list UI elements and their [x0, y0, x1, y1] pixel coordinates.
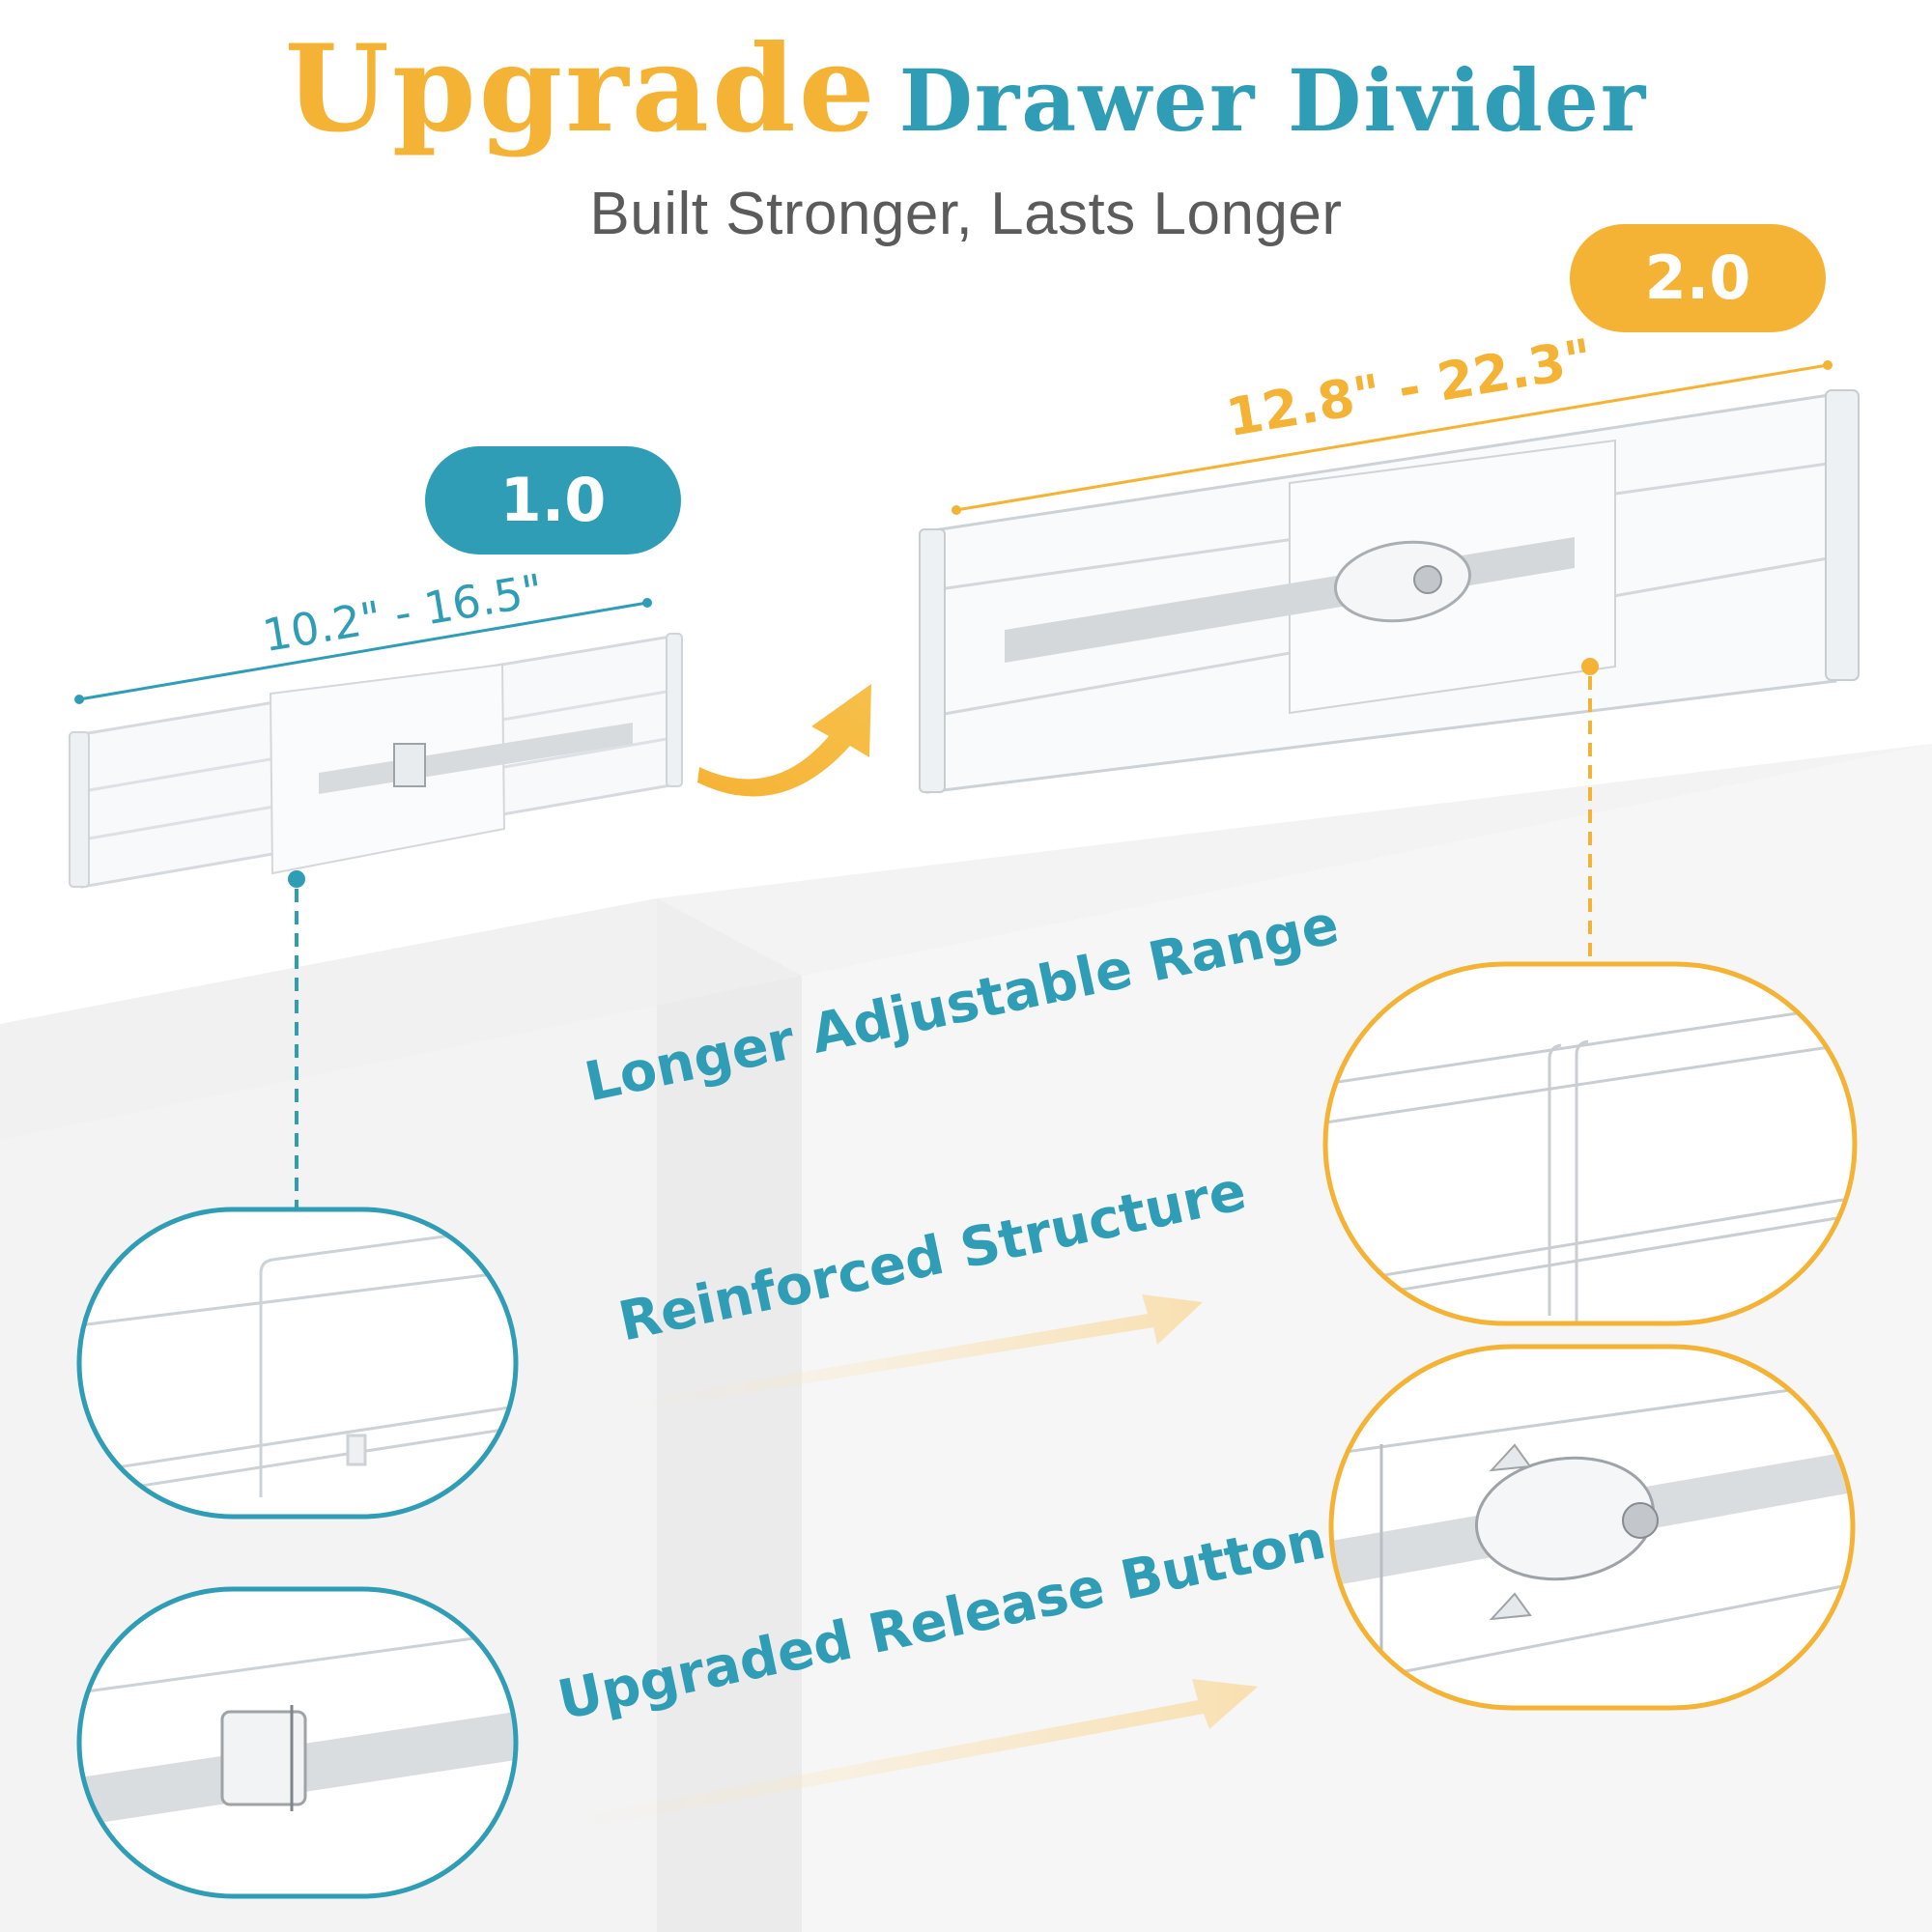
zoom-callout-v2-structure: [1322, 961, 1858, 1326]
page-subtitle: Built Stronger, Lasts Longer: [589, 181, 1343, 247]
divider-v1-image: [69, 633, 683, 889]
feature-arrow-icon: [633, 1294, 1203, 1410]
version-badge-2-0: 2.0: [1570, 224, 1826, 332]
dimension-lines: [74, 360, 1833, 704]
title-word-drawer-divider: Drawer Divider: [898, 50, 1648, 151]
zoom-callout-v1-button: [76, 1586, 519, 1899]
version-badge-1-0: 1.0: [425, 446, 681, 554]
upgrade-arrow-icon: [697, 684, 871, 797]
feature-arrow-icon: [570, 1679, 1258, 1830]
callout-connectors: [288, 658, 1599, 1219]
divider-v2-image: [919, 389, 1860, 794]
zoom-callout-v2-button: [1328, 1344, 1856, 1711]
zoom-callout-v1-structure: [76, 1207, 519, 1520]
title-word-upgrade: Upgrade: [284, 19, 878, 159]
